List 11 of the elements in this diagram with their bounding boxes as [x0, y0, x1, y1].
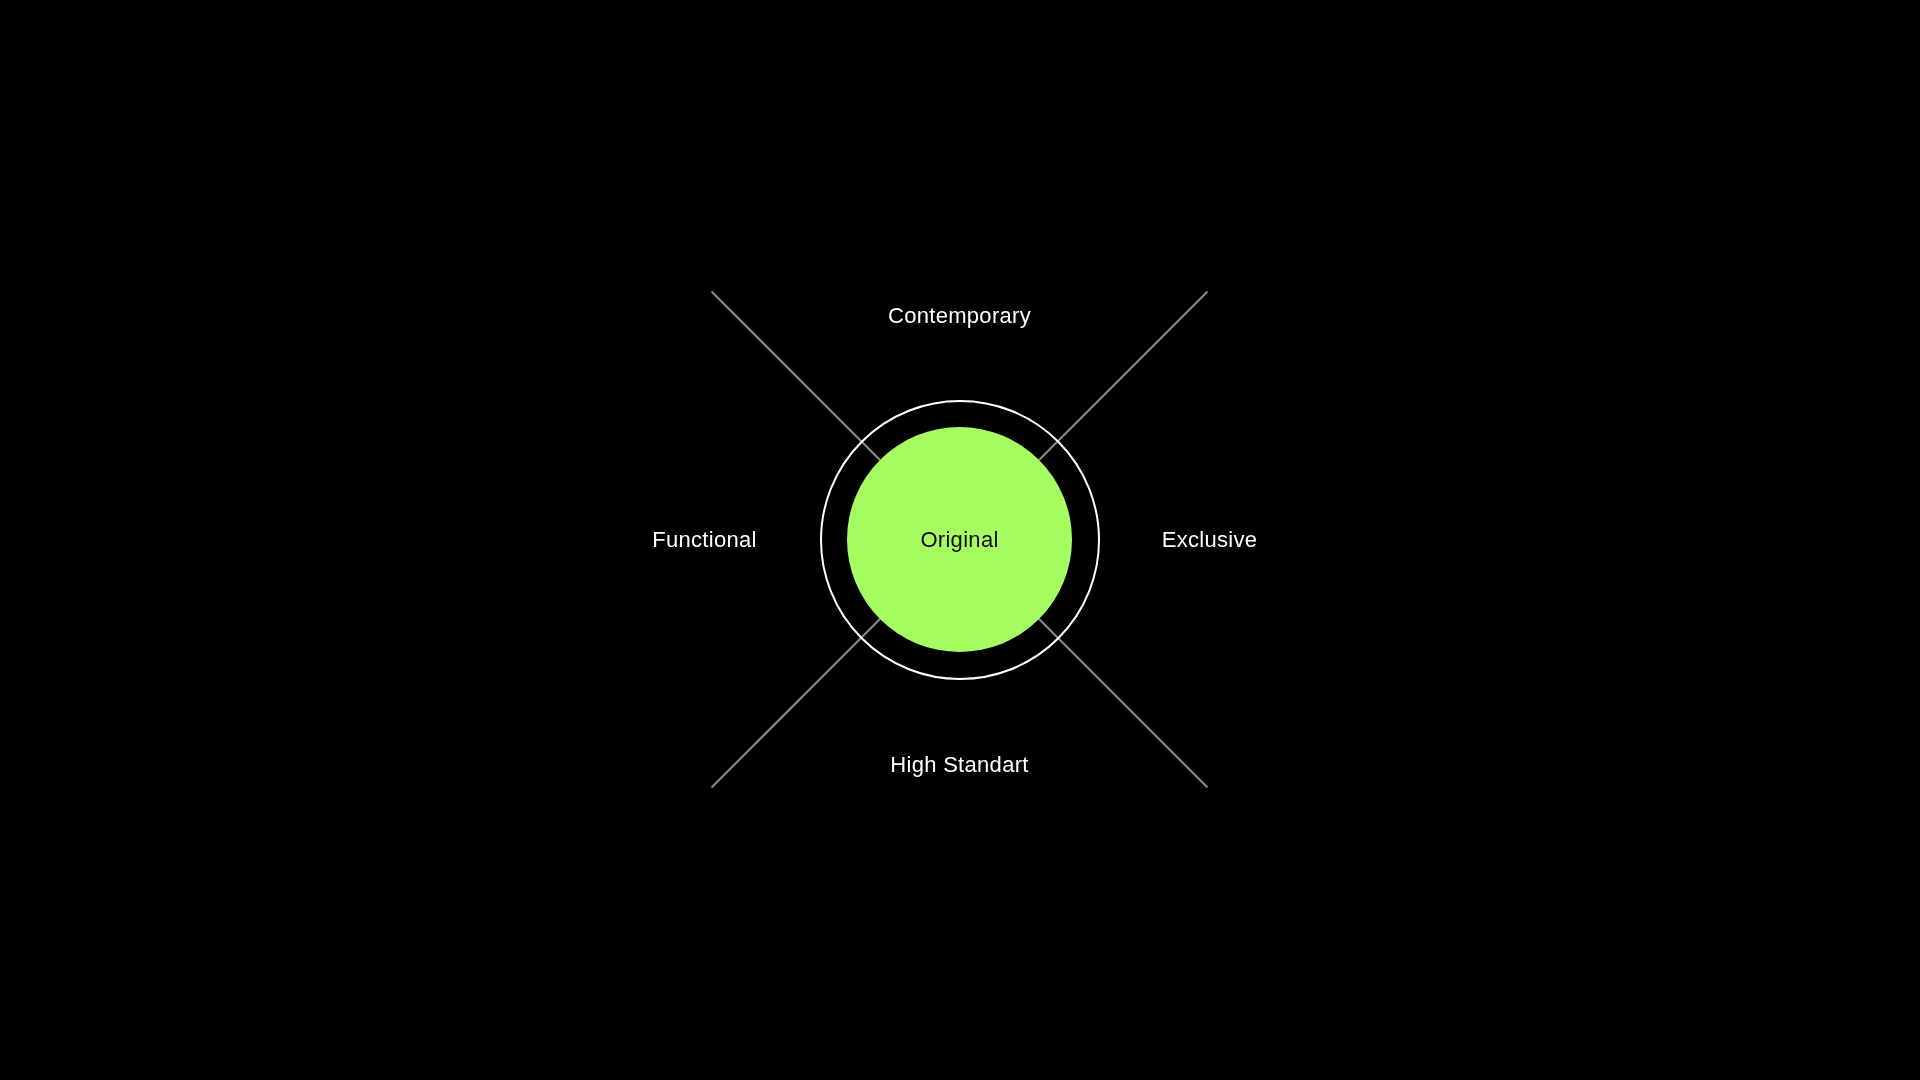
center-circle	[847, 427, 1072, 652]
diagonal-line	[710, 618, 881, 789]
diagonal-line	[1038, 290, 1209, 461]
quadrant-label: Contemporary	[888, 303, 1031, 329]
quadrant-label: Exclusive	[1161, 526, 1258, 553]
diagonal-line	[1038, 618, 1209, 789]
diagonal-line	[710, 290, 881, 461]
outer-ring	[819, 399, 1100, 680]
quadrant-label: High Standart	[890, 752, 1029, 778]
circle-label: Original	[920, 526, 999, 553]
quadrant-label: Functional	[652, 526, 757, 553]
